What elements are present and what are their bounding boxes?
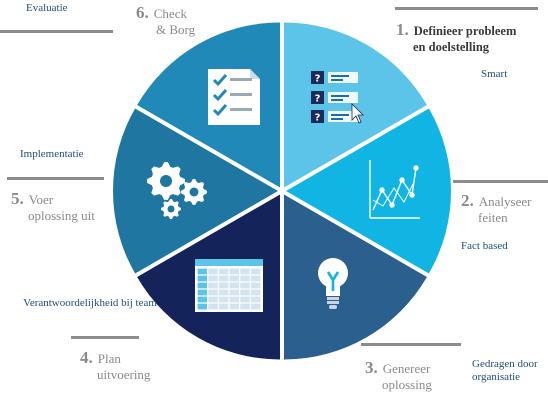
svg-text:?: ?	[315, 74, 321, 85]
step-4-side-label: Verantwoordelijkheid bij team	[23, 297, 157, 309]
wheel-segment-1	[284, 22, 427, 188]
svg-text:?: ?	[315, 113, 321, 124]
step-5-line-2: oplossing uit	[28, 207, 95, 223]
step-5-label: 5. Voer oplossing uit	[11, 189, 95, 223]
step-1-side-label: Smart	[481, 68, 508, 80]
step-6-side-label: Evaluatie	[26, 2, 68, 14]
wheel-segment-3	[284, 194, 427, 360]
question-list-icon: ? ? ?	[311, 71, 364, 124]
spreadsheet-icon	[195, 259, 263, 312]
lightbulb-icon	[318, 258, 348, 309]
divider-step-4	[71, 336, 139, 339]
line-chart-icon	[369, 160, 420, 219]
step-2-side-label: Fact based	[461, 240, 508, 252]
step-6-label: 6. Check & Borg	[136, 3, 195, 37]
step-1-label: 1. Definieer probleem en doelstelling	[396, 20, 516, 54]
step-1-line-1: Definieer probleem	[413, 24, 517, 38]
step-2-label: 2. Analyseer feiten	[461, 191, 531, 225]
step-2-number: 2.	[461, 191, 474, 210]
svg-text:?: ?	[315, 94, 321, 105]
step-6-line-2: & Borg	[156, 21, 196, 37]
divider-step-3	[361, 343, 461, 346]
step-1-line-2: en doelstelling	[413, 39, 490, 54]
step-3-side-label: Gedragen door organisatie	[472, 358, 538, 383]
step-3-line-1: Genereer	[382, 361, 431, 376]
step-3-label: 3. Genereer oplossing	[365, 358, 432, 392]
step-5-side-label: Implementatie	[20, 148, 84, 160]
gears-icon	[147, 162, 207, 219]
step-4-line-1: Plan	[97, 351, 121, 366]
step-3-number: 3.	[365, 358, 378, 377]
step-3-line-2: oplossing	[382, 376, 432, 392]
divider-step-6	[0, 30, 113, 33]
step-2-line-1: Analyseer	[478, 194, 532, 209]
checklist-icon	[208, 69, 260, 125]
divider-step-1	[395, 7, 538, 10]
divider-step-5	[7, 177, 104, 180]
step-4-label: 4. Plan uitvoering	[80, 348, 150, 382]
step-6-number: 6.	[136, 3, 149, 22]
step-5-number: 5.	[11, 189, 24, 208]
step-4-number: 4.	[80, 348, 93, 367]
step-4-line-2: uitvoering	[97, 366, 151, 382]
step-5-line-1: Voer	[28, 192, 54, 207]
wheel-segment-2	[286, 108, 451, 274]
step-6-line-1: Check	[153, 6, 187, 21]
step-1-number: 1.	[396, 20, 409, 39]
divider-step-2	[453, 180, 548, 183]
step-2-line-2: feiten	[478, 209, 508, 225]
